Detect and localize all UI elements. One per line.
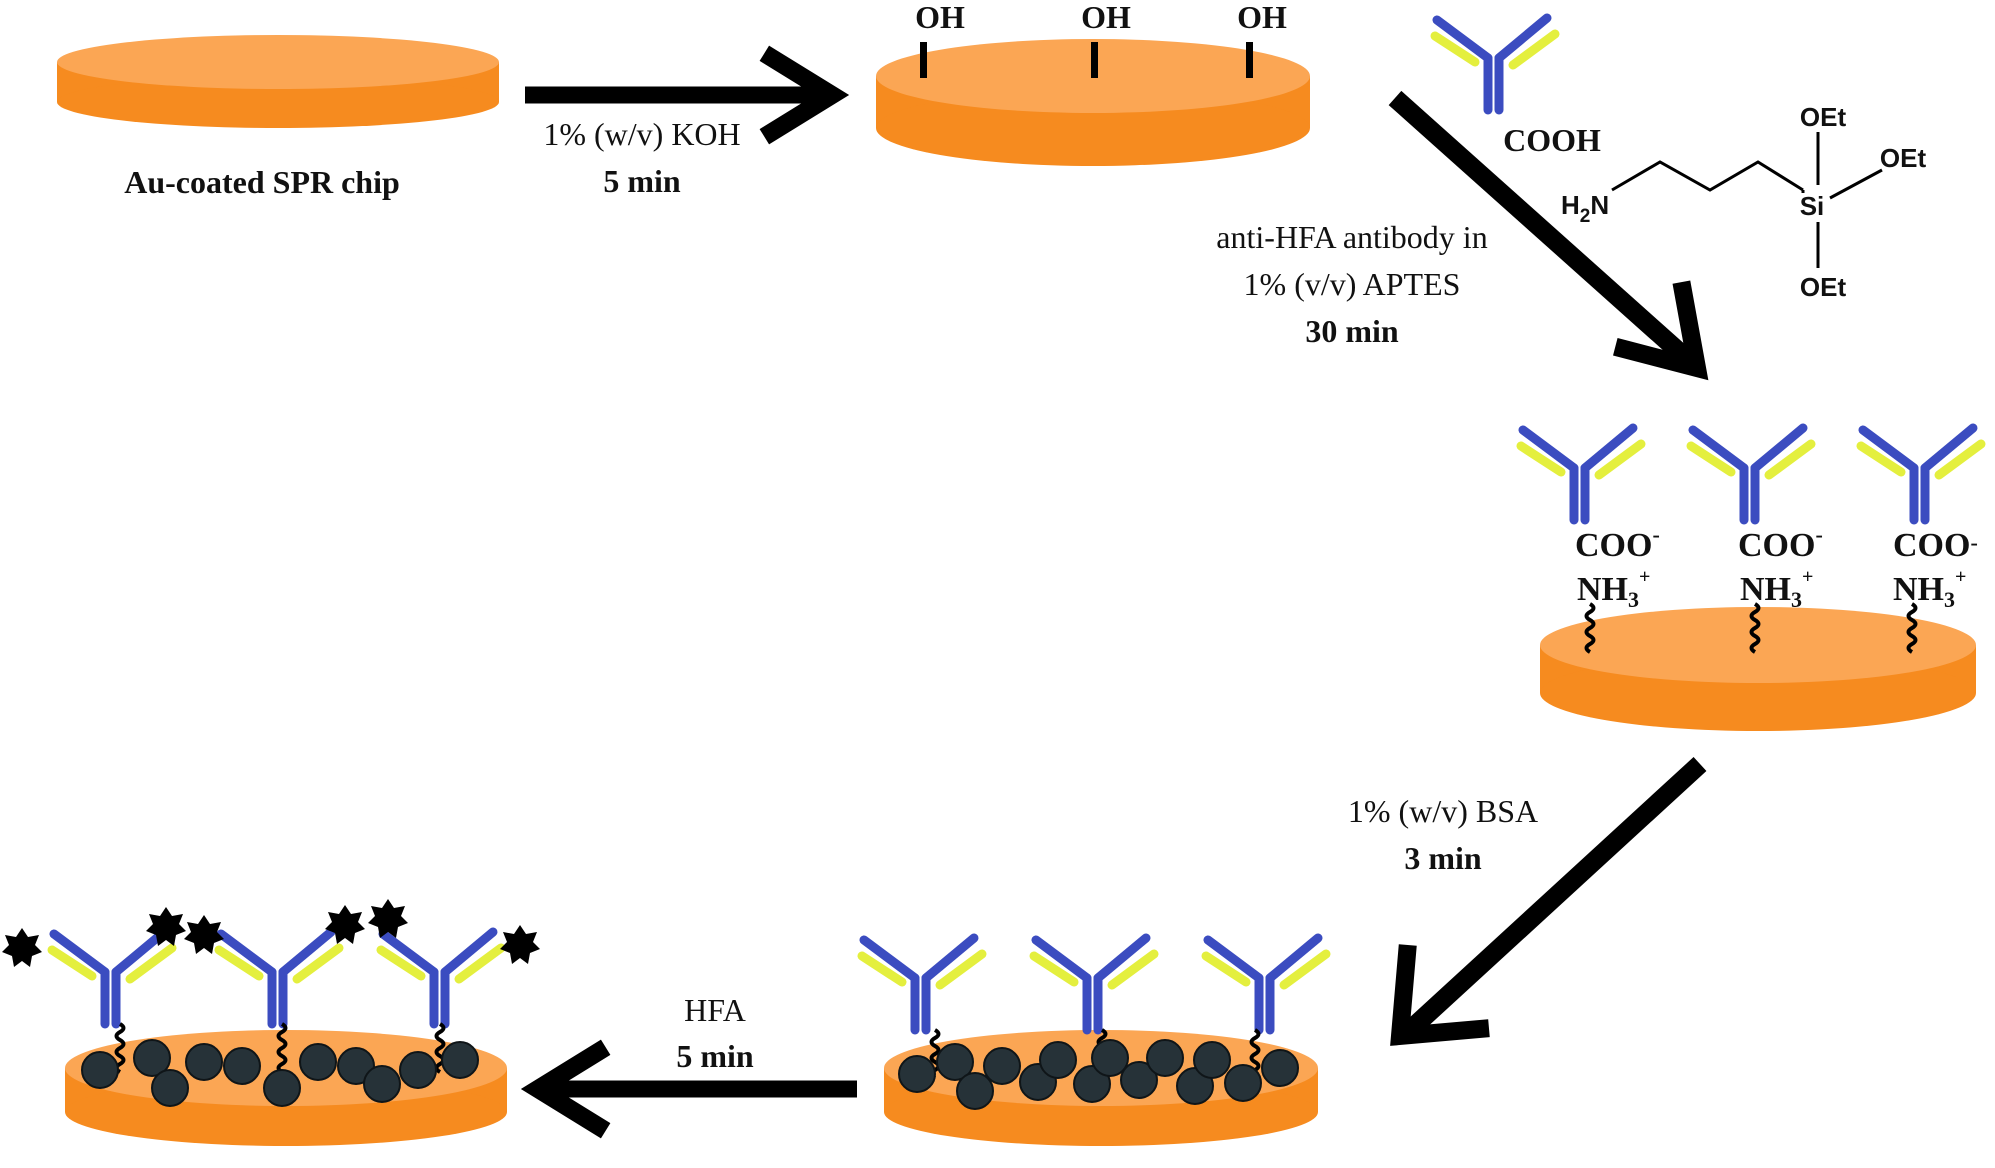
hfa-antibody-3 — [381, 932, 501, 1024]
hfa-linker-2 — [276, 1022, 288, 1074]
step4-reagent: HFA — [684, 992, 746, 1028]
aptes-oet-right: OEt — [1880, 143, 1927, 173]
chip-antibody — [1540, 607, 1976, 731]
arrow-step3 — [1390, 756, 1707, 1046]
step1-time: 5 min — [603, 163, 681, 199]
nh3-label-1: NH3+ — [1577, 566, 1650, 612]
step3-time: 3 min — [1404, 840, 1482, 876]
chip-hydroxylated — [876, 39, 1310, 166]
chip-label: Au-coated SPR chip — [124, 164, 400, 200]
cooh-label: COOH — [1503, 122, 1601, 158]
step2-reagent-line2: 1% (v/v) APTES — [1244, 266, 1461, 302]
linker-2 — [1749, 602, 1761, 654]
bsa-blockers — [898, 1039, 1299, 1110]
oh-label-3: OH — [1237, 0, 1287, 35]
step2-time: 30 min — [1305, 313, 1399, 349]
antibody-1 — [1521, 428, 1641, 520]
coo-label-3: COO- — [1893, 527, 1978, 564]
hfa-bsa-blockers — [81, 1039, 479, 1107]
chip-bare — [57, 35, 499, 128]
oh-label-2: OH — [1081, 0, 1131, 35]
linker-3 — [1906, 602, 1918, 654]
antibody-free — [1435, 18, 1555, 110]
antibody-3 — [1861, 428, 1981, 520]
coo-label-1: COO- — [1575, 522, 1660, 564]
nh3-label-3: NH3+ — [1893, 566, 1966, 612]
step3-reagent: 1% (w/v) BSA — [1348, 793, 1538, 829]
hfa-antibody-1 — [52, 932, 172, 1024]
bsa-antibody-2 — [1034, 938, 1154, 1030]
step1-reagent: 1% (w/v) KOH — [543, 116, 740, 152]
hfa-antibody-2 — [219, 932, 339, 1024]
arrow-step2 — [1388, 90, 1709, 381]
aptes-oet-top: OEt — [1800, 102, 1847, 132]
nh3-label-2: NH3+ — [1740, 566, 1813, 612]
aptes-oet-bottom: OEt — [1800, 272, 1847, 302]
arrow-step4 — [520, 1039, 857, 1139]
antibody-2 — [1691, 428, 1811, 520]
step4-time: 5 min — [676, 1038, 754, 1074]
aptes-amine: H2N — [1561, 190, 1609, 227]
bsa-antibody-1 — [862, 938, 982, 1030]
bsa-antibody-3 — [1206, 938, 1326, 1030]
aptes-si: Si — [1800, 191, 1825, 221]
aptes-structure — [1611, 132, 1883, 268]
arrow-step1 — [525, 45, 850, 145]
step2-reagent-line1: anti-HFA antibody in — [1216, 219, 1487, 255]
linker-1 — [1584, 602, 1596, 654]
coo-label-2: COO- — [1738, 522, 1823, 564]
oh-label-1: OH — [915, 0, 965, 35]
